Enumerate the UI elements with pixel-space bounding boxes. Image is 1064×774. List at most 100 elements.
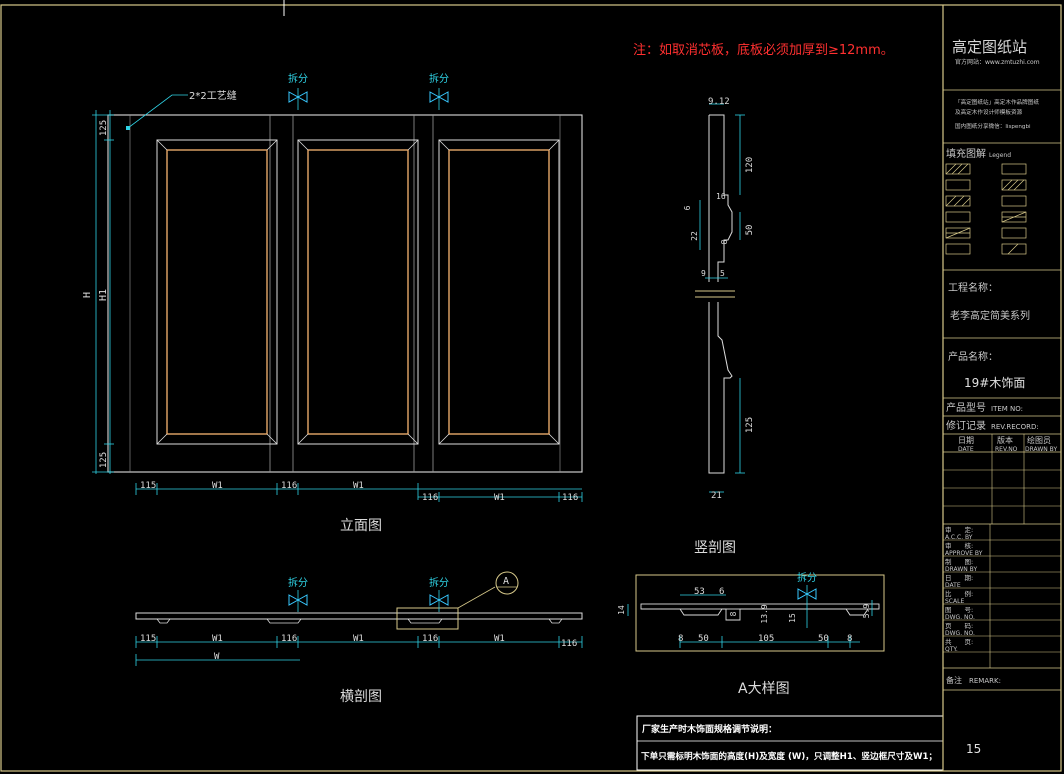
dim-stile-left: 115: [140, 481, 156, 491]
elevation-view: 2*2工艺缝 拆分 拆分 H H1 125 125: [82, 72, 583, 534]
svg-text:5.9: 5.9: [862, 604, 871, 619]
vdim-top: 9.12: [708, 97, 730, 107]
elevation-height-dims: [92, 110, 114, 474]
detail-view: 拆分 14 53 6 8 13.9 15 8 50 105 50 8 5.9 A…: [617, 571, 885, 697]
svg-text:8: 8: [678, 634, 683, 644]
horizontal-section-view: A 拆分 拆分 115 W1 116 W1: [135, 571, 583, 705]
svg-text:国内图纸分享微信：lispengbi: 国内图纸分享微信：lispengbi: [955, 122, 1031, 130]
svg-text:DWG. NO.: DWG. NO.: [945, 614, 975, 621]
svg-text:产品型号: 产品型号: [946, 401, 986, 414]
svg-text:16: 16: [716, 192, 726, 201]
dim-panel-w1-c: W1: [494, 493, 505, 503]
footer-note: 厂家生产时木饰面规格调节说明： 下单只需标明木饰面的高度(H)及宽度 (W)，只…: [636, 715, 944, 771]
svg-text:备注: 备注: [946, 675, 962, 685]
svg-text:W1: W1: [353, 634, 364, 644]
svg-text:审 核:: 审 核:: [945, 541, 973, 550]
svg-text:产品名称：: 产品名称：: [948, 350, 998, 363]
horizontal-section-title: 横剖图: [340, 689, 382, 705]
svg-text:8: 8: [729, 611, 738, 616]
note-text: 注：如取消芯板，底板必须加厚到≥12mm。: [633, 42, 894, 58]
svg-text:50: 50: [698, 634, 709, 644]
split-marker-elev-1: 拆分: [288, 72, 308, 110]
craft-seam-label: 2*2工艺缝: [189, 89, 237, 102]
svg-text:5: 5: [720, 269, 725, 278]
svg-text:下单只需标明木饰面的高度(H)及宽度 (W)，只调整H1、竖: 下单只需标明木饰面的高度(H)及宽度 (W)，只调整H1、竖边框尺寸及W1；: [641, 750, 937, 762]
svg-text:A: A: [503, 576, 509, 587]
dim-panel-w1-b: W1: [353, 481, 364, 491]
svg-text:15: 15: [788, 613, 797, 623]
svg-text:120: 120: [745, 157, 755, 173]
svg-text:比 例:: 比 例:: [945, 589, 973, 598]
svg-text:REV.NO: REV.NO: [995, 446, 1018, 453]
svg-text:日 期:: 日 期:: [945, 574, 973, 582]
vertical-section-title: 竖剖图: [694, 540, 736, 556]
svg-text:页 码:: 页 码:: [945, 622, 973, 630]
title-block: 高定图纸站 官方网站：www.zmtuzhi.com 「高定图纸站」高定木作品牌…: [942, 5, 1061, 771]
svg-text:制 图:: 制 图:: [945, 557, 973, 566]
svg-text:W: W: [214, 652, 220, 662]
elevation-title: 立面图: [340, 518, 382, 534]
svg-text:REMARK:: REMARK:: [969, 677, 1001, 685]
svg-text:50: 50: [745, 225, 755, 236]
svg-text:填充图解: 填充图解: [946, 147, 986, 160]
dim-stile-mid-2: 116: [422, 493, 438, 503]
detail-marker: [495, 571, 519, 595]
svg-text:6: 6: [719, 587, 724, 597]
vertical-section-view: 9.12 120 16 6 22 50 8 9 5 125 21 竖剖图: [683, 97, 755, 556]
split-marker-detail: 拆分: [797, 571, 817, 628]
svg-text:及高定木作设计师模板资源: 及高定木作设计师模板资源: [955, 108, 1023, 116]
panel-2: [297, 139, 419, 445]
svg-text:APPROVE BY: APPROVE BY: [945, 550, 983, 557]
svg-text:13.9: 13.9: [760, 604, 769, 623]
split-marker-hsec-2: 拆分: [429, 576, 449, 612]
legend-swatches: [945, 163, 1027, 255]
svg-text:116: 116: [281, 634, 297, 644]
svg-text:Legend: Legend: [989, 152, 1011, 159]
svg-text:DWG. NO.: DWG. NO.: [945, 630, 975, 637]
svg-text:W1: W1: [494, 634, 505, 644]
svg-text:图 号:: 图 号:: [945, 606, 973, 614]
dim-bottom-rail: 125: [99, 452, 109, 468]
panel-3: [438, 139, 560, 445]
svg-text:53: 53: [694, 587, 705, 597]
svg-text:116: 116: [422, 634, 438, 644]
svg-text:拆分: 拆分: [288, 576, 308, 589]
svg-text:DATE: DATE: [945, 582, 961, 589]
svg-text:「高定图纸站」高定木作品牌图纸: 「高定图纸站」高定木作品牌图纸: [955, 98, 1039, 106]
svg-text:8: 8: [720, 239, 729, 244]
sign-off-rows: 审 定: A.C.C. BY 审 核: APPROVE BY 制 图: DRAW…: [945, 525, 983, 653]
dim-total-height: H: [82, 292, 93, 298]
svg-text:14: 14: [617, 605, 626, 615]
brand-name: 高定图纸站: [952, 38, 1027, 56]
svg-text:日期: 日期: [958, 436, 974, 445]
svg-text:9: 9: [701, 269, 706, 278]
svg-text:厂家生产时木饰面规格调节说明：: 厂家生产时木饰面规格调节说明：: [642, 723, 777, 735]
svg-text:DRAWN BY: DRAWN BY: [1025, 446, 1057, 453]
split-marker-elev-2: 拆分: [429, 72, 449, 110]
svg-text:DATE: DATE: [958, 446, 974, 453]
svg-text:拆分: 拆分: [429, 576, 449, 589]
svg-text:QTY.: QTY.: [945, 646, 958, 653]
detail-title: A大样图: [738, 681, 790, 697]
elevation-width-dims: [135, 483, 583, 502]
detail-callout-box: [396, 607, 459, 630]
drawing-frame: [0, 4, 1062, 772]
svg-text:21: 21: [711, 491, 722, 501]
svg-text:拆分: 拆分: [288, 72, 308, 85]
svg-text:版本: 版本: [997, 435, 1013, 445]
dim-inner-height: H1: [98, 289, 109, 301]
svg-text:116: 116: [561, 639, 577, 649]
svg-text:审 定:: 审 定:: [945, 525, 973, 534]
svg-text:共 页:: 共 页:: [945, 637, 973, 646]
svg-text:官方网站：www.zmtuzhi.com: 官方网站：www.zmtuzhi.com: [955, 58, 1040, 66]
svg-text:6: 6: [683, 205, 692, 210]
svg-text:DRAWN BY: DRAWN BY: [945, 566, 977, 573]
svg-text:绘图员: 绘图员: [1027, 435, 1051, 445]
svg-text:修订记录: 修订记录: [946, 419, 986, 432]
svg-text:REV.RECORD:: REV.RECORD:: [991, 423, 1039, 431]
svg-text:拆分: 拆分: [797, 571, 817, 584]
svg-text:SCALE: SCALE: [945, 598, 964, 605]
svg-text:115: 115: [140, 634, 156, 644]
svg-text:8: 8: [847, 634, 852, 644]
svg-text:W1: W1: [212, 634, 223, 644]
